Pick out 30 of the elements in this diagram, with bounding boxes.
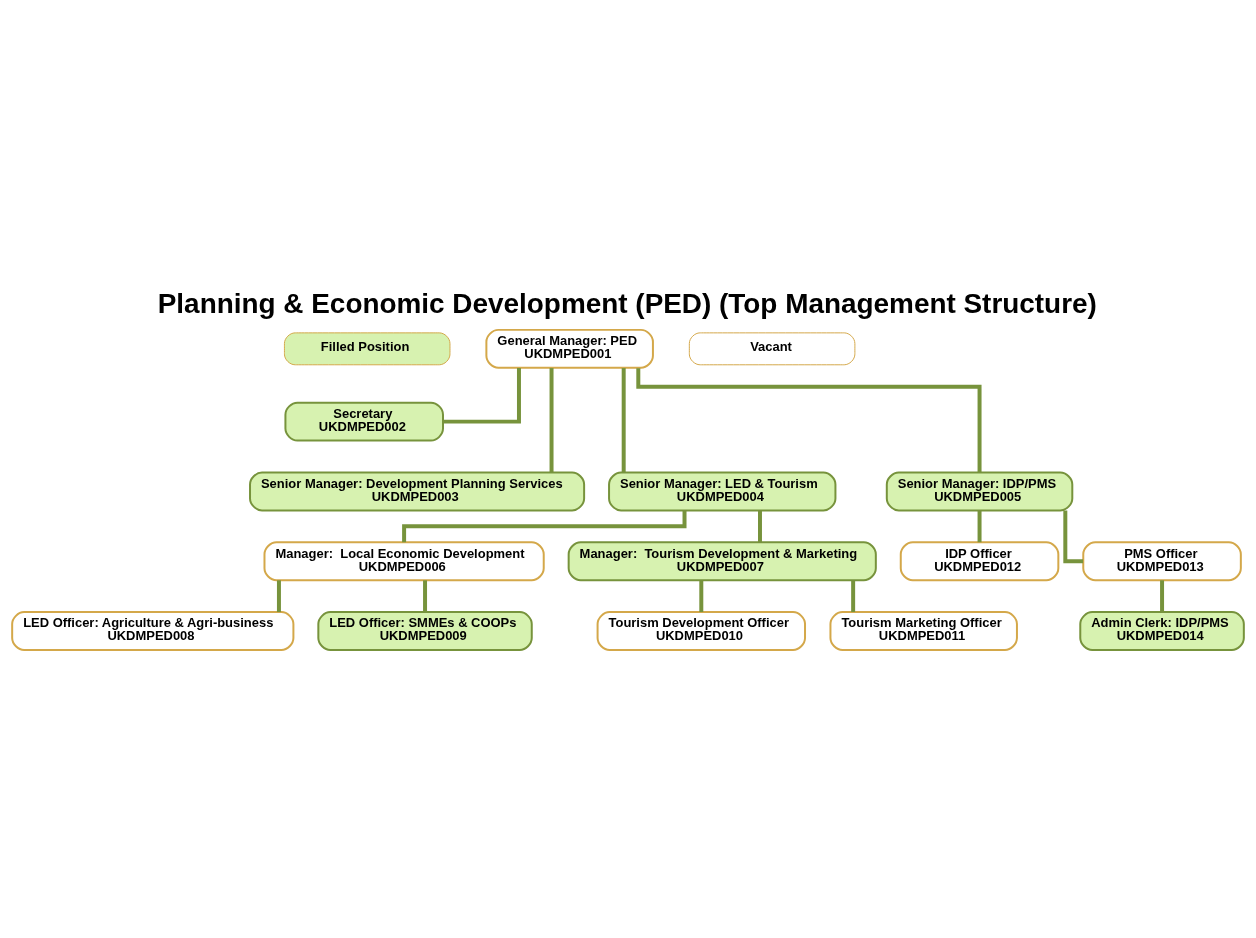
connector <box>621 368 626 473</box>
node-box: General Manager: PED UKDMPED001 <box>485 328 654 369</box>
connector <box>1063 510 1084 564</box>
connector <box>443 367 521 424</box>
node-box: Senior Manager: Development Planning Services UKDMPED003 <box>249 471 586 512</box>
connector <box>851 580 856 612</box>
legend-label: Filled Position <box>320 339 410 355</box>
node-box: Secretary UKDMPED002 <box>284 401 444 442</box>
connector <box>402 510 687 543</box>
connector <box>276 580 281 612</box>
node-box: Admin Clerk: IDP/PMS UKDMPED014 <box>1079 611 1245 651</box>
diagram-title: Planning & Economic Development (PED) (Top Management Structure) <box>157 288 1097 320</box>
node-box: Senior Manager: IDP/PMS UKDMPED005 <box>885 471 1074 512</box>
connector <box>423 580 428 612</box>
node-box: Tourism Development Officer UKDMPED010 <box>596 611 806 651</box>
node-box: Manager: Tourism Development & Marketing UKDMPED007 <box>567 541 877 582</box>
node-box: LED Officer: Agriculture & Agri-business UKDMPED008 <box>11 611 295 651</box>
node-box: Manager: Local Economic Development UKDMPED006 <box>263 541 545 582</box>
connector <box>757 510 762 543</box>
legend-label: Vacant <box>750 339 792 355</box>
connector <box>977 510 982 543</box>
node-box: Tourism Marketing Officer UKDMPED011 <box>829 611 1018 651</box>
node-box: Senior Manager: LED & Tourism UKDMPED004 <box>608 471 837 512</box>
connector <box>549 368 554 473</box>
node-box: PMS Officer UKDMPED013 <box>1082 541 1242 582</box>
connector <box>699 580 704 612</box>
node-box: IDP Officer UKDMPED012 <box>899 541 1060 582</box>
node-box: LED Officer: SMMEs & COOPs UKDMPED009 <box>317 611 533 651</box>
connector <box>636 368 982 473</box>
connector <box>1160 580 1165 612</box>
